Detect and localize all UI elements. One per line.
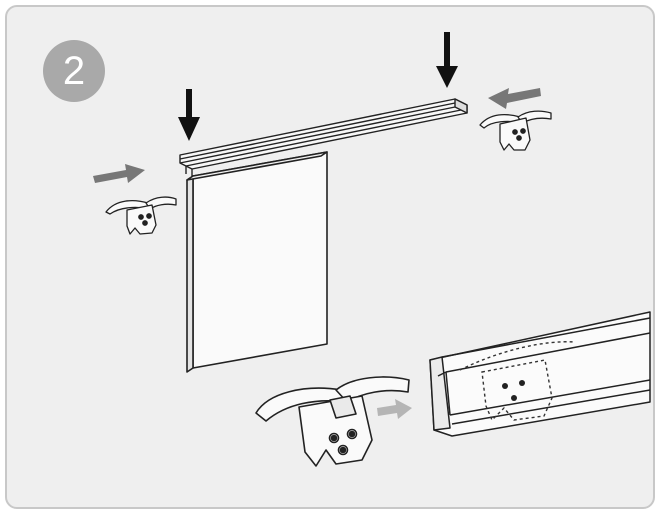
hanger-clip-right xyxy=(479,110,552,151)
rail-detail xyxy=(429,311,651,437)
hanger-clip-left xyxy=(105,196,177,235)
hanger-clip-large xyxy=(255,376,410,467)
top-rail xyxy=(179,98,468,177)
door-panel xyxy=(186,151,328,373)
down-arrow-icon xyxy=(178,89,200,141)
down-arrow-icon xyxy=(436,32,458,88)
step-number-badge: 2 xyxy=(43,40,105,102)
push-arrow-icon xyxy=(488,88,541,109)
push-arrow-icon xyxy=(93,164,145,183)
hidden-clip-outline xyxy=(459,341,576,422)
hint-arrow-icon xyxy=(377,399,412,419)
hidden-clip-holes xyxy=(502,380,525,401)
